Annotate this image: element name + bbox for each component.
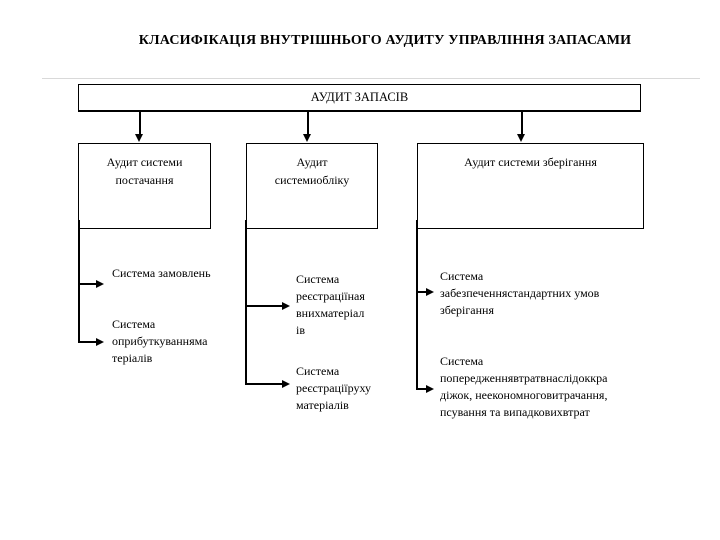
- right-arrow-icon: [96, 280, 104, 288]
- down-connector-accounting: [307, 111, 309, 134]
- connector-stem-storage: [416, 220, 418, 390]
- leaf-item-standard-storage-conditions: Система забезпеченнястандартних умов збе…: [440, 269, 600, 317]
- branch-line-storage-1: [416, 291, 426, 293]
- right-arrow-icon: [426, 385, 434, 393]
- diagram-title: КЛАСИФІКАЦІЯ ВНУТРІШНЬОГО АУДИТУ УПРАВЛІ…: [138, 33, 632, 48]
- down-connector-supply: [139, 111, 141, 134]
- placeholder-line: [42, 78, 700, 79]
- branch-line-supply-2: [78, 341, 96, 343]
- leaf-item-materials-movement-registration: Система реєстраціїруху матеріалів: [296, 364, 371, 412]
- down-arrow-icon: [135, 134, 143, 142]
- connector-stem-supply: [78, 220, 80, 343]
- right-arrow-icon: [426, 288, 434, 296]
- root-box: АУДИТ ЗАПАСІВ: [78, 84, 641, 112]
- leaf-item-orders: Система замовлень: [112, 266, 211, 280]
- branch-box-accounting: Аудит системиобліку: [246, 143, 378, 229]
- down-connector-storage: [521, 111, 523, 134]
- down-arrow-icon: [303, 134, 311, 142]
- right-arrow-icon: [96, 338, 104, 346]
- right-arrow-icon: [282, 380, 290, 388]
- branch-line-accounting-2: [245, 383, 282, 385]
- branch-box-supply: Аудит системи постачання: [78, 143, 211, 229]
- leaf-item-available-materials-registration: Система реєстраціїная внихматеріал ів: [296, 272, 365, 337]
- branch-line-storage-2: [416, 388, 426, 390]
- leaf-item-loss-prevention: Система попередженнявтратвнаслідоккра ді…: [440, 354, 608, 419]
- right-arrow-icon: [282, 302, 290, 310]
- connector-stem-accounting: [245, 220, 247, 385]
- branch-box-storage: Аудит системи зберігання: [417, 143, 644, 229]
- branch-line-supply-1: [78, 283, 96, 285]
- leaf-item-materials-receipt: Система оприбуткуванняма теріалів: [112, 317, 208, 365]
- down-arrow-icon: [517, 134, 525, 142]
- branch-line-accounting-1: [245, 305, 282, 307]
